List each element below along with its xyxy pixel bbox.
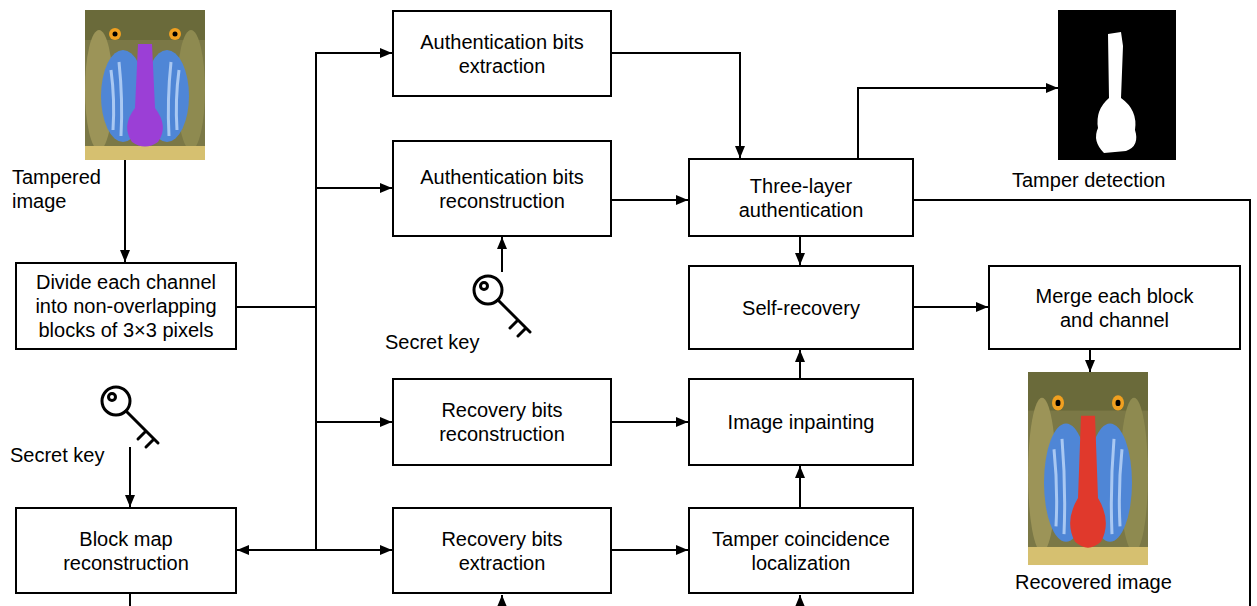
image-caption: Tampered image (12, 165, 107, 213)
flow-arrow (799, 466, 801, 507)
flow-arrow (501, 237, 503, 272)
process-box: Tamper coincidence localization (688, 507, 914, 594)
flow-arrow (237, 188, 392, 307)
box-label: Block map reconstruction (27, 527, 225, 575)
flow-arrow (799, 237, 801, 265)
flow-arrow (237, 307, 392, 422)
flow-arrow (237, 53, 392, 307)
process-box: Self-recovery (688, 265, 914, 350)
wire (129, 594, 131, 606)
flow-arrow (914, 306, 988, 308)
image-caption: Recovered image (1015, 570, 1172, 594)
flow-arrow (129, 447, 131, 507)
process-box: Authentication bits reconstruction (392, 140, 612, 237)
wire (799, 595, 801, 606)
image-panel: Tamper detection (1058, 10, 1176, 160)
flow-arrow (124, 160, 126, 262)
tampered-picture (85, 10, 205, 160)
box-label: Image inpainting (728, 410, 875, 434)
process-box: Image inpainting (688, 378, 914, 466)
wire (501, 595, 503, 606)
detection-map (1058, 10, 1176, 160)
box-label: Tamper coincidence localization (700, 527, 902, 575)
image-caption: Tamper detection (1012, 168, 1165, 192)
box-label: Divide each channel into non-overlapping… (27, 270, 225, 342)
process-box: Recovery bits extraction (392, 507, 612, 594)
box-label: Recovery bits reconstruction (404, 398, 600, 446)
box-label: Authentication bits extraction (404, 30, 600, 78)
flow-arrow (612, 549, 688, 551)
box-label: Authentication bits reconstruction (404, 165, 600, 213)
flow-arrow (612, 421, 688, 423)
image-caption: Secret key (385, 330, 479, 354)
box-label: Merge each block and channel (1020, 284, 1209, 332)
flow-arrow (612, 53, 740, 158)
process-box: Authentication bits extraction (392, 10, 612, 97)
box-label: Recovery bits extraction (404, 527, 600, 575)
recovered-picture (1028, 372, 1148, 565)
flow-arrow (237, 307, 316, 550)
flow-arrow (799, 350, 801, 378)
flow-arrow (237, 307, 392, 550)
flow-arrow (612, 199, 688, 201)
process-box: Merge each block and channel (988, 265, 1241, 350)
flow-arrow (858, 88, 1058, 158)
key-node: Secret key (470, 272, 534, 338)
image-caption: Secret key (10, 443, 104, 467)
image-panel: Tampered image (85, 10, 205, 160)
process-box: Block map reconstruction (15, 507, 237, 594)
key-icon (102, 387, 158, 447)
flow-arrow (1089, 350, 1091, 372)
process-box: Divide each channel into non-overlapping… (15, 262, 237, 350)
box-label: Three-layer authentication (700, 174, 902, 222)
wire (914, 200, 1250, 606)
key-node: Secret key (98, 383, 162, 447)
image-panel: Recovered image (1028, 372, 1148, 565)
process-box: Three-layer authentication (688, 158, 914, 237)
key-icon (474, 276, 530, 336)
process-box: Recovery bits reconstruction (392, 378, 612, 466)
box-label: Self-recovery (742, 296, 860, 320)
